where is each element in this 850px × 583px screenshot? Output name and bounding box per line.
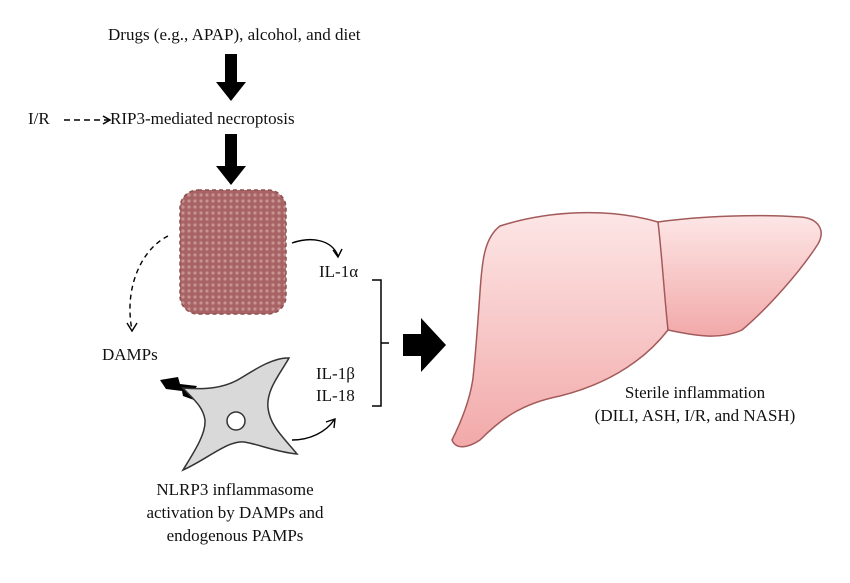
sterile-caption-line-1: Sterile inflammation [624,383,766,402]
liver-left-lobe [451,211,669,448]
dashed-arrow-ir [64,115,112,125]
liver-illustration [451,211,822,448]
liver-right-lobe [657,214,822,337]
dashed-arrow-damps [129,235,169,331]
macrophage-nucleus [226,411,246,431]
curved-arrow-il1a [291,239,339,257]
sterile-caption-line-2: (DILI, ASH, I/R, and NASH) [594,406,796,425]
ir-label: I/R [28,109,50,128]
arrow-triggers-to-necroptosis [216,54,246,101]
curved-arrow-il1b [291,419,335,441]
triggers-label: Drugs (e.g., APAP), alcohol, and diet [108,25,361,44]
nlrp3-caption-line-1: NLRP3 inflammasome [156,480,314,499]
cytokine-bracket [372,279,389,407]
nlrp3-caption-line-2: activation by DAMPs and [146,503,324,522]
sterile-inflammation-caption: Sterile inflammation (DILI, ASH, I/R, an… [570,383,820,426]
il1b-label: IL-1β [316,364,355,383]
nlrp3-caption-line-3: endogenous PAMPs [166,526,304,545]
nlrp3-caption: NLRP3 inflammasome activation by DAMPs a… [110,480,360,546]
necroptosis-label: RIP3-mediated necroptosis [110,109,295,128]
il18-label: IL-18 [316,386,355,405]
arrow-necroptosis-to-cell [216,134,246,185]
arrow-to-liver [403,318,446,372]
damps-label: DAMPs [102,345,158,364]
il1a-label: IL-1α [319,262,359,281]
necrotic-cell [179,189,287,315]
